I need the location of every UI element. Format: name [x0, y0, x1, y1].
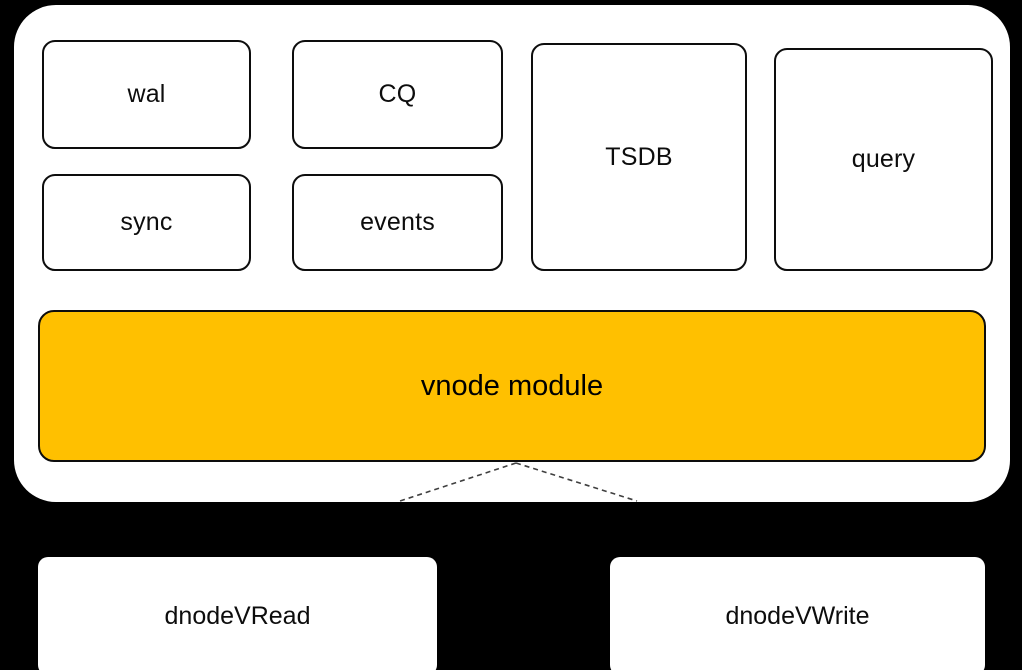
module-label-query: query — [851, 145, 916, 173]
module-label-wal: wal — [127, 80, 166, 108]
dnode-box-dnodevwrite[interactable]: dnodeVWrite — [610, 557, 985, 670]
vnode-module-label: vnode module — [420, 369, 604, 402]
module-box-cq[interactable]: CQ — [292, 40, 503, 149]
dnode-label-dnodevread: dnodeVRead — [164, 601, 311, 630]
module-label-cq: CQ — [378, 80, 417, 108]
dnode-label-dnodevwrite: dnodeVWrite — [725, 601, 870, 630]
module-label-events: events — [360, 208, 435, 236]
module-box-tsdb[interactable]: TSDB — [531, 43, 747, 271]
module-box-events[interactable]: events — [292, 174, 503, 271]
module-label-tsdb: TSDB — [605, 142, 673, 171]
module-label-sync: sync — [120, 208, 173, 236]
module-box-sync[interactable]: sync — [42, 174, 251, 271]
module-box-query[interactable]: query — [774, 48, 993, 271]
dnode-box-dnodevread[interactable]: dnodeVRead — [38, 557, 437, 670]
vnode-module-bar[interactable]: vnode module — [38, 310, 986, 462]
module-box-wal[interactable]: wal — [42, 40, 251, 149]
